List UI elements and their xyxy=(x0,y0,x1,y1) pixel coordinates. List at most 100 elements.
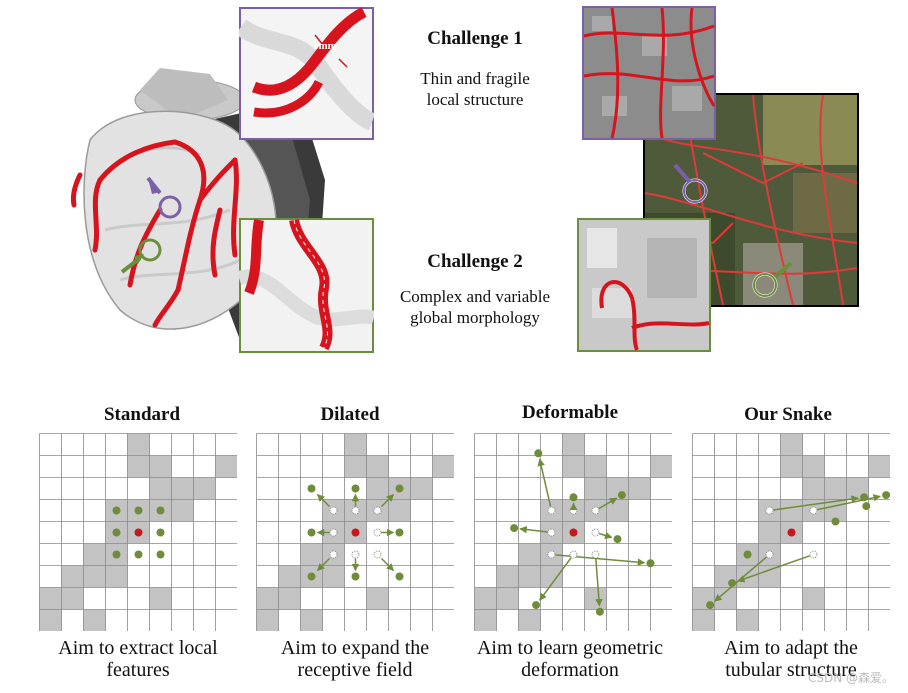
sample-point xyxy=(569,493,578,502)
shaded-cell xyxy=(802,587,825,610)
sample-point xyxy=(613,535,622,544)
offset-arrow xyxy=(737,555,810,583)
original-sample-point xyxy=(351,550,360,559)
offset-arrow xyxy=(599,531,613,540)
original-sample-point xyxy=(591,550,600,559)
caption-snake-line1: Aim to adapt the xyxy=(724,637,858,659)
shaded-cell xyxy=(780,455,803,478)
shaded-cell xyxy=(474,587,497,610)
challenge2-desc-line1: Complex and variable xyxy=(399,287,551,306)
shaded-cell xyxy=(562,455,585,478)
shaded-cell xyxy=(758,565,781,588)
shaded-cell xyxy=(650,455,672,478)
shaded-cell xyxy=(736,609,759,631)
shaded-cell xyxy=(736,565,759,588)
original-sample-point xyxy=(547,550,556,559)
shaded-cell xyxy=(344,455,367,478)
caption-standard-line1: Aim to extract local xyxy=(58,637,218,659)
shaded-cell xyxy=(344,433,367,456)
sample-point xyxy=(112,528,121,537)
zoom-road-global xyxy=(577,218,711,352)
shaded-cell xyxy=(432,455,454,478)
offset-arrow xyxy=(539,557,572,601)
offset-arrow xyxy=(380,493,395,508)
shaded-cell xyxy=(366,587,389,610)
panel-title-snake: Our Snake xyxy=(744,404,832,425)
offset-arrow xyxy=(380,557,395,572)
caption-snake: Aim to adapt the tubular structure xyxy=(676,637,906,681)
sample-point xyxy=(787,528,796,537)
shaded-cell xyxy=(127,455,150,478)
original-sample-point xyxy=(329,506,338,515)
sample-point xyxy=(646,559,655,568)
shaded-cell xyxy=(193,477,216,500)
sample-point xyxy=(743,550,752,559)
caption-standard-line2: features xyxy=(106,659,170,681)
sample-point xyxy=(534,449,543,458)
shaded-cell xyxy=(714,587,737,610)
sample-point xyxy=(112,550,121,559)
shaded-cell xyxy=(584,477,607,500)
panel-title-standard: Standard xyxy=(103,404,181,425)
shaded-cell xyxy=(278,587,301,610)
sample-point xyxy=(156,528,165,537)
shaded-cell xyxy=(692,609,715,631)
offset-arrow xyxy=(817,494,881,511)
sample-point xyxy=(307,484,316,493)
caption-deformable-line2: deformation xyxy=(521,659,619,681)
original-sample-point xyxy=(591,528,600,537)
original-sample-point xyxy=(569,550,578,559)
offset-arrow xyxy=(316,493,331,508)
shaded-cell xyxy=(802,477,825,500)
challenge1-desc-line1: Thin and fragile xyxy=(420,69,530,88)
shaded-cell xyxy=(300,609,323,631)
original-sample-point xyxy=(765,506,774,515)
shaded-cell xyxy=(61,565,84,588)
scale-label: 3mm xyxy=(313,40,337,52)
zoom-global-vessel xyxy=(239,218,374,353)
original-sample-point xyxy=(329,550,338,559)
shaded-cell xyxy=(171,477,194,500)
offset-arrow xyxy=(519,525,548,534)
sample-point xyxy=(156,550,165,559)
sample-point xyxy=(134,528,143,537)
sample-point xyxy=(706,601,715,610)
shaded-cell xyxy=(105,565,128,588)
shaded-cell xyxy=(518,543,541,566)
original-sample-point xyxy=(329,528,338,537)
sample-point xyxy=(595,607,604,616)
shaded-cell xyxy=(780,433,803,456)
sample-point xyxy=(351,484,360,493)
shaded-cell xyxy=(474,609,497,631)
shaded-cell xyxy=(256,587,279,610)
shaded-cell xyxy=(171,499,194,522)
shaded-cell xyxy=(322,565,345,588)
shaded-cell xyxy=(61,587,84,610)
sample-point xyxy=(510,524,519,533)
original-sample-point xyxy=(809,506,818,515)
watermark: CSDN @森爱。 xyxy=(808,671,895,685)
caption-deformable-line1: Aim to learn geometric xyxy=(476,637,664,659)
offset-arrow xyxy=(555,554,646,566)
caption-deformable: Aim to learn geometric deformation xyxy=(455,637,685,681)
shaded-cell xyxy=(802,455,825,478)
shaded-cell xyxy=(149,455,172,478)
offset-arrow xyxy=(537,458,552,507)
shaded-cell xyxy=(496,565,519,588)
sample-point xyxy=(307,572,316,581)
shaded-cell xyxy=(868,455,890,478)
challenge1-desc-line2: local structure xyxy=(426,90,524,109)
shaded-cell xyxy=(540,565,563,588)
shaded-cell xyxy=(758,521,781,544)
shaded-cell xyxy=(39,609,62,631)
shaded-cell xyxy=(256,609,279,631)
panel-title-dilated: Dilated xyxy=(320,404,380,425)
shaded-cell xyxy=(584,587,607,610)
panel-title-deformable: Deformable xyxy=(521,402,619,423)
shaded-cell xyxy=(83,543,106,566)
original-sample-point xyxy=(547,506,556,515)
sample-point xyxy=(395,528,404,537)
shaded-cell xyxy=(149,477,172,500)
shaded-cell xyxy=(366,455,389,478)
original-sample-point xyxy=(591,506,600,515)
